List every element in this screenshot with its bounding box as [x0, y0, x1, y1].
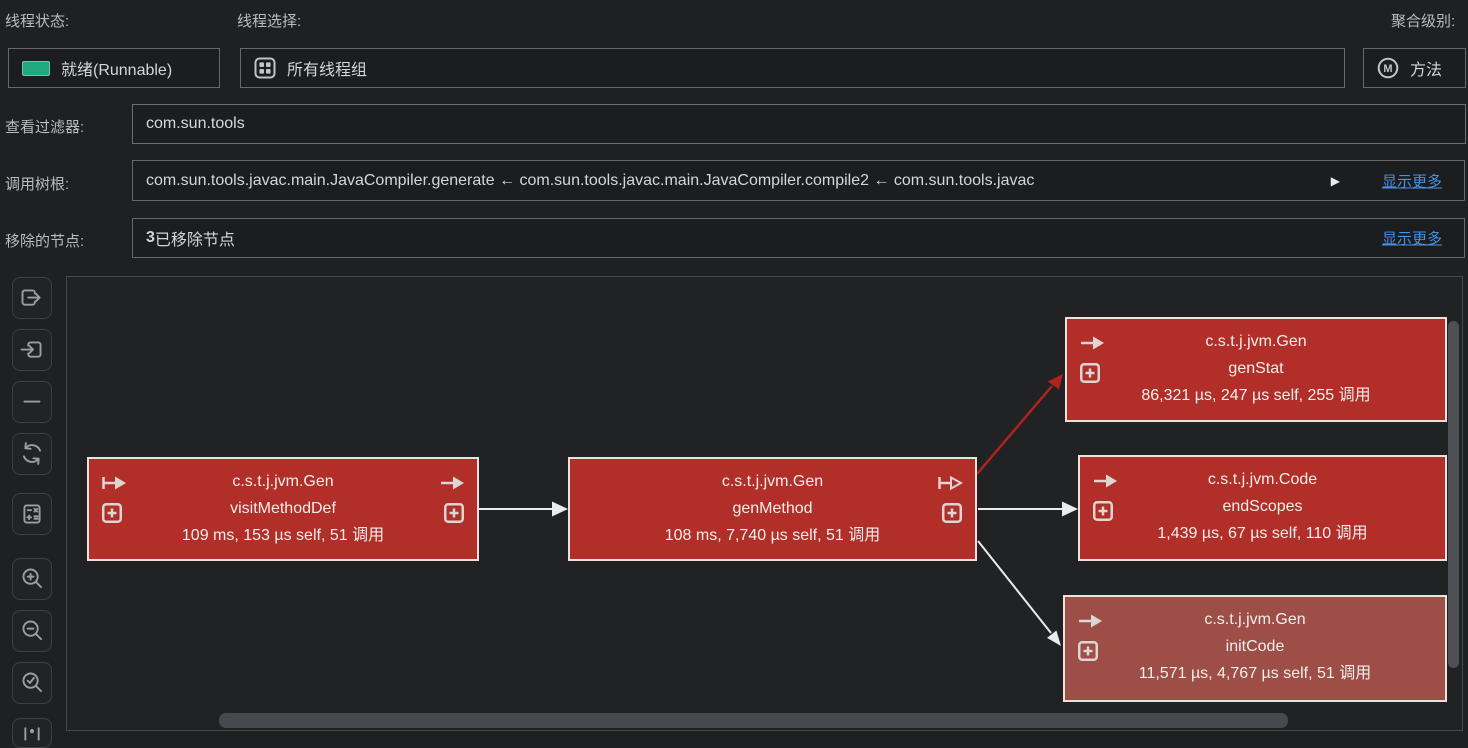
refresh-button[interactable] — [12, 433, 52, 475]
show-outgoing-calls-button[interactable] — [12, 277, 52, 319]
call-tree-root-value: com.sun.tools.javac.main.JavaCompiler.ge… — [146, 171, 1035, 189]
thread-state-value: 就绪(Runnable) — [61, 62, 173, 79]
show-outgoing-calls-icon — [21, 289, 45, 306]
removed-nodes-label: 移除的节点: — [5, 233, 85, 250]
svg-text:M: M — [1383, 63, 1392, 75]
incoming-calls-arrow-icon[interactable] — [101, 475, 127, 491]
expand-icon[interactable] — [444, 503, 464, 523]
removed-nodes-count: 3 — [146, 229, 155, 246]
zoom-out-button[interactable] — [12, 610, 52, 652]
thread-selection-combo[interactable]: 所有线程组 — [240, 48, 1345, 88]
calculate-icon — [23, 504, 41, 524]
method-icon: M — [1377, 57, 1399, 79]
call-graph-node-visitMethodDef[interactable]: c.s.t.j.jvm.Gen visitMethodDef 109 ms, 1… — [87, 457, 479, 561]
calculate-button[interactable] — [12, 493, 52, 535]
node-stats: 108 ms, 7,740 µs self, 51 调用 — [664, 527, 881, 544]
show-incoming-calls-button[interactable] — [12, 329, 52, 371]
remove-node-button[interactable] — [12, 381, 52, 423]
outgoing-calls-arrow-icon[interactable] — [439, 475, 465, 491]
call-graph-node-endScopes[interactable]: c.s.t.j.jvm.Code endScopes 1,439 µs, 67 … — [1078, 455, 1447, 561]
zoom-in-button[interactable] — [12, 558, 52, 600]
thread-groups-icon — [254, 57, 276, 79]
node-class: c.s.t.j.jvm.Code — [1207, 471, 1318, 488]
refresh-icon — [22, 442, 42, 465]
node-method: genMethod — [732, 500, 813, 517]
expand-icon[interactable] — [102, 503, 122, 523]
incoming-calls-arrow-icon[interactable] — [1092, 473, 1118, 489]
node-method: endScopes — [1222, 498, 1303, 515]
remove-node-icon — [23, 400, 41, 403]
zoom-actual-size-button[interactable] — [12, 718, 52, 748]
call-tree-root-label: 调用树根: — [5, 176, 70, 193]
node-class: c.s.t.j.jvm.Gen — [232, 473, 334, 490]
zoom-fit-button[interactable] — [12, 662, 52, 704]
removed-nodes-text: 已移除节点 — [154, 232, 235, 249]
expand-icon[interactable] — [1078, 641, 1098, 661]
zoom-in-icon — [22, 568, 42, 589]
call-graph-node-genMethod[interactable]: c.s.t.j.jvm.Gen genMethod 108 ms, 7,740 … — [568, 457, 977, 561]
view-filter-input[interactable] — [132, 104, 1466, 144]
call-graph-node-initCode[interactable]: c.s.t.j.jvm.Gen initCode 11,571 µs, 4,76… — [1063, 595, 1447, 702]
incoming-calls-arrow-icon[interactable] — [1077, 613, 1103, 629]
show-incoming-calls-icon — [19, 341, 42, 358]
expand-icon[interactable] — [942, 503, 962, 523]
node-class: c.s.t.j.jvm.Gen — [721, 473, 824, 490]
runnable-state-chip — [22, 60, 50, 76]
node-method: visitMethodDef — [230, 500, 336, 517]
expand-icon[interactable] — [1093, 501, 1113, 521]
horizontal-scrollbar-thumb[interactable] — [219, 713, 1288, 728]
thread-state-combo[interactable]: 就绪(Runnable) — [8, 48, 220, 88]
thread-selection-label: 线程选择: — [237, 13, 302, 30]
call-tree-show-more-link[interactable]: 显示更多 — [1381, 173, 1442, 190]
call-tree-root-box: com.sun.tools.javac.main.JavaCompiler.ge… — [132, 160, 1465, 201]
thread-selection-value: 所有线程组 — [287, 62, 368, 79]
node-method: initCode — [1225, 638, 1285, 655]
aggregation-value: 方法 — [1410, 62, 1443, 79]
node-stats: 86,321 µs, 247 µs self, 255 调用 — [1141, 387, 1371, 404]
node-stats: 1,439 µs, 67 µs self, 110 调用 — [1157, 525, 1368, 542]
thread-state-label: 线程状态: — [5, 13, 70, 30]
outgoing-calls-arrow-icon[interactable] — [937, 475, 963, 491]
expand-icon[interactable] — [1080, 363, 1100, 383]
aggregation-combo[interactable]: M 方法 — [1363, 48, 1466, 88]
node-stats: 109 ms, 153 µs self, 51 调用 — [181, 527, 385, 544]
zoom-actual-size-icon — [24, 727, 40, 741]
view-filter-label: 查看过滤器: — [5, 119, 85, 136]
truncation-indicator: ▶ — [1330, 173, 1340, 188]
removed-nodes-show-more-link[interactable]: 显示更多 — [1381, 230, 1442, 248]
node-method: genStat — [1228, 360, 1284, 377]
node-class: c.s.t.j.jvm.Gen — [1204, 611, 1306, 628]
zoom-out-icon — [22, 620, 42, 641]
incoming-calls-arrow-icon[interactable] — [1079, 335, 1105, 351]
node-stats: 11,571 µs, 4,767 µs self, 51 调用 — [1138, 665, 1372, 682]
aggregation-label: 聚合级别: — [1391, 13, 1456, 30]
vertical-scrollbar-thumb[interactable] — [1448, 321, 1459, 668]
call-graph-node-genStat[interactable]: c.s.t.j.jvm.Gen genStat 86,321 µs, 247 µ… — [1065, 317, 1447, 422]
zoom-fit-icon — [22, 672, 42, 693]
removed-nodes-box: 3 已移除节点 显示更多 — [132, 218, 1465, 258]
node-class: c.s.t.j.jvm.Gen — [1205, 333, 1307, 350]
